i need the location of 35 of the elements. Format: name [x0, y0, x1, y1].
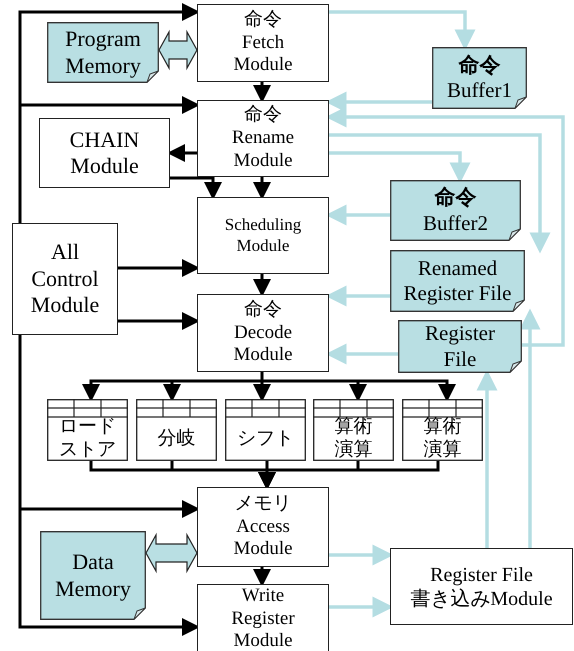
double-arrow: [158, 30, 198, 70]
module-box: 命令 Rename Module: [197, 100, 329, 177]
arrow: [167, 144, 197, 162]
arrow: [520, 308, 540, 548]
module-box: Register File 書き込みModule: [390, 548, 573, 625]
module-box: 命令 Decode Module: [197, 294, 329, 372]
module-box: 命令 Fetch Module: [197, 4, 329, 82]
arrow: [329, 133, 550, 254]
module-box: Scheduling Module: [197, 197, 329, 274]
execution-unit-box: 算術演算: [402, 399, 483, 461]
arrow: [170, 176, 222, 200]
arrow: [253, 567, 271, 587]
arrow: [18, 96, 200, 223]
arrow: [253, 177, 271, 200]
execution-unit-box: シフト: [225, 399, 306, 461]
memory-note: Program Memory: [47, 22, 159, 83]
module-box: メモリ Access Module: [197, 487, 329, 567]
arrow: [253, 82, 271, 103]
memory-note: Renamed Register File: [390, 250, 525, 312]
memory-note: 命令 Buffer2: [390, 180, 521, 241]
memory-note: Data Memory: [40, 531, 146, 620]
arrow: [118, 259, 200, 277]
arrow: [118, 312, 200, 330]
memory-note: 命令 Buffer1: [432, 47, 527, 109]
double-arrow: [145, 532, 198, 574]
module-box: All Control Module: [12, 223, 118, 335]
module-box: Write Register Module: [197, 584, 329, 651]
execution-unit-box: 算術演算: [313, 399, 394, 461]
module-box: CHAIN Module: [39, 118, 170, 188]
arrow: [258, 461, 440, 490]
arrow: [253, 274, 271, 297]
execution-unit-box: 分岐: [136, 399, 217, 461]
execution-unit-box: ロードストア: [47, 399, 128, 461]
memory-note: Register File: [398, 320, 522, 373]
arrow: [18, 335, 200, 636]
